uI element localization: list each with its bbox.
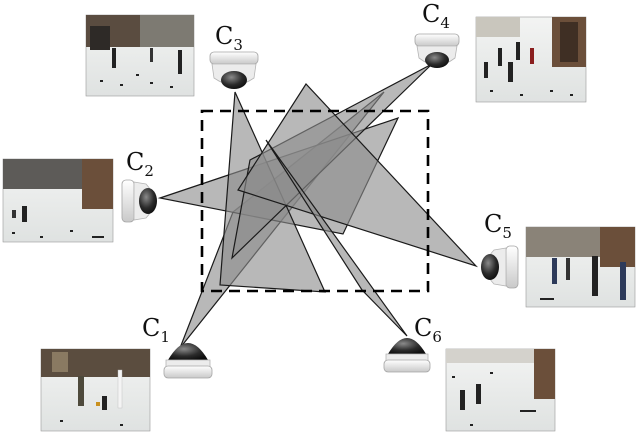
camera-c6	[383, 338, 431, 373]
camera-c1	[163, 343, 213, 379]
thumb-c4-view	[475, 16, 587, 103]
thumb-c3-view	[85, 14, 195, 97]
fields-of-view	[157, 63, 479, 349]
camera-c4	[414, 33, 460, 68]
fov-c5	[237, 83, 479, 268]
label-c6: C6	[414, 314, 442, 346]
camera-c2	[121, 179, 157, 223]
monitored-region	[200, 109, 430, 293]
camera-c5	[481, 245, 519, 289]
label-c2: C2	[126, 148, 154, 180]
label-c1: C1	[142, 314, 170, 346]
label-c5: C5	[484, 210, 512, 242]
thumb-c6-view	[445, 348, 556, 432]
fov-c6	[265, 139, 408, 337]
thumb-c2-view	[2, 158, 114, 243]
label-c3: C3	[215, 22, 243, 54]
label-c4: C4	[422, 0, 450, 32]
camera-c3	[209, 51, 259, 89]
thumb-c1-view	[40, 348, 151, 432]
thumb-c5-view	[525, 226, 636, 308]
